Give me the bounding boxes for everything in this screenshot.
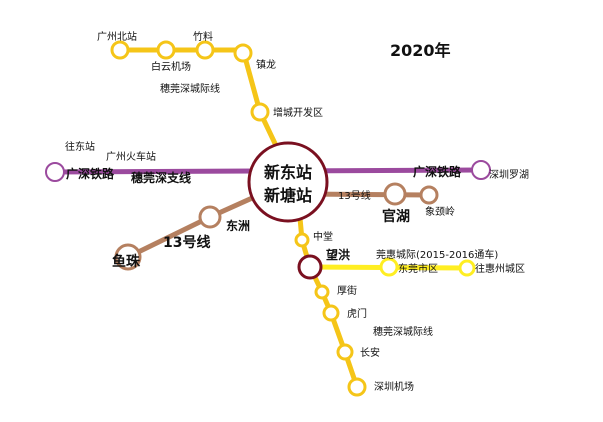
label-dgsq: 东莞市区 bbox=[398, 262, 438, 275]
station-changan-marker bbox=[336, 343, 354, 361]
label-line13-left: 13号线 bbox=[163, 234, 210, 251]
station-guanhu-marker bbox=[383, 182, 407, 206]
label-railway-right: 广深铁路 bbox=[413, 164, 462, 179]
station-byjc-marker bbox=[156, 40, 176, 60]
label-dh: 莞惠城际(2015-2016通车) bbox=[376, 248, 498, 261]
station-zckfq-marker bbox=[250, 102, 270, 122]
label-humen: 虎门 bbox=[347, 307, 367, 320]
hub-marker bbox=[247, 141, 329, 223]
station-wdz-marker bbox=[45, 162, 65, 182]
label-wdz: 往东站 bbox=[65, 140, 95, 153]
station-gzbz-marker bbox=[110, 40, 130, 60]
label-zckfq: 增城开发区 bbox=[273, 106, 323, 119]
station-zhongtang-marker bbox=[294, 232, 310, 248]
label-guanhu: 官湖 bbox=[382, 208, 410, 225]
hub-label-2: 新塘站 bbox=[264, 186, 312, 205]
station-dgsq-marker bbox=[379, 257, 399, 277]
station-wanghong-marker bbox=[297, 254, 323, 280]
label-dongzhou: 东洲 bbox=[226, 218, 250, 233]
label-gzbz: 广州北站 bbox=[97, 30, 137, 43]
label-intercity-lower: 穗莞深城际线 bbox=[373, 325, 433, 338]
station-whzcq-marker bbox=[458, 259, 476, 277]
label-zhongtang: 中堂 bbox=[313, 230, 333, 243]
year-label: 2020年 bbox=[390, 41, 451, 60]
label-whzcq: 往惠州城区 bbox=[475, 262, 525, 275]
label-byjc: 白云机场 bbox=[151, 60, 191, 73]
label-intercity-upper: 穗莞深城际线 bbox=[160, 82, 220, 95]
label-line13-right: 13号线 bbox=[338, 189, 371, 202]
label-branch: 穗莞深支线 bbox=[131, 170, 191, 185]
label-railway-left: 广深铁路 bbox=[66, 166, 115, 181]
station-zl-marker bbox=[195, 40, 215, 60]
station-szlh-marker bbox=[471, 160, 491, 180]
station-yuzhu-marker bbox=[114, 243, 142, 271]
label-yuzhu: 鱼珠 bbox=[112, 253, 141, 270]
label-szlh: 深圳罗湖 bbox=[489, 169, 529, 181]
station-dongzhou-marker bbox=[198, 205, 222, 229]
label-zhenlong: 镇龙 bbox=[256, 58, 276, 71]
station-houjie-marker bbox=[314, 284, 330, 300]
label-wanghong: 望洪 bbox=[326, 247, 350, 262]
hub-label-1: 新东站 bbox=[264, 163, 312, 182]
label-xjl: 象颈岭 bbox=[425, 205, 455, 218]
station-szjc-marker bbox=[347, 377, 367, 397]
label-szjc: 深圳机场 bbox=[374, 380, 414, 393]
label-gzhcz: 广州火车站 bbox=[106, 150, 156, 163]
label-zl: 竹料 bbox=[193, 30, 213, 43]
label-changan: 长安 bbox=[360, 346, 380, 359]
station-xjl-marker bbox=[419, 185, 439, 205]
station-humen-marker bbox=[322, 304, 340, 322]
station-zhenlong-marker bbox=[233, 43, 253, 63]
label-houjie: 厚街 bbox=[337, 284, 357, 297]
